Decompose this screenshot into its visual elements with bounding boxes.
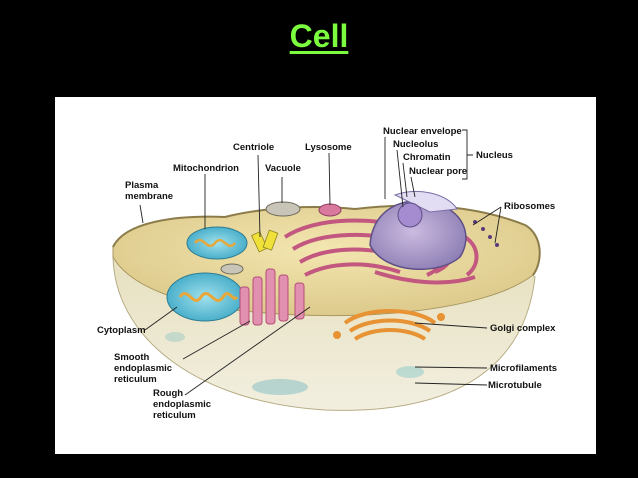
mitochondrion [186, 226, 248, 260]
label-vacuole: Vacuole [265, 163, 301, 174]
label-cytoplasm: Cytoplasm [97, 325, 146, 336]
nuclear-pore-line [410, 176, 416, 198]
bowl-vesicle [165, 332, 185, 342]
label-nucleolus: Nucleolus [393, 139, 438, 150]
nucleus-bracket [462, 129, 473, 180]
ribosomes [473, 220, 499, 247]
vacuole-small [220, 263, 244, 275]
label-smooth-endoplasmic: endoplasmic [114, 363, 172, 374]
ribosomes-line [472, 206, 502, 244]
label-rough-endoplasmic: endoplasmic [153, 399, 211, 410]
centriole-line [257, 154, 261, 238]
slide-title: Cell [289, 18, 349, 54]
vacuole [265, 201, 301, 217]
label-smooth: Smooth [114, 352, 150, 363]
label-centriole: Centriole [233, 142, 274, 153]
microfilaments-line [414, 366, 488, 369]
lysosome-line [328, 152, 331, 206]
label-nuclear-envelope: Nuclear envelope [383, 126, 462, 137]
golgi-vesicle [333, 331, 341, 339]
lysosome [318, 203, 342, 217]
label-nuclear-pore: Nuclear pore [409, 166, 467, 177]
nucleolus-line [396, 149, 404, 208]
plasma-membrane-line [139, 204, 144, 224]
smooth-er [239, 268, 305, 326]
microtubule-line [414, 382, 488, 386]
label-rough-reticulum: reticulum [153, 410, 196, 421]
label-mitochondrion: Mitochondrion [173, 163, 239, 174]
label-golgi-complex: Golgi complex [490, 323, 556, 334]
label-membrane: membrane [125, 191, 173, 202]
bowl-vesicle [396, 366, 424, 378]
label-smooth-reticulum: reticulum [114, 374, 157, 385]
label-ribosomes: Ribosomes [504, 201, 555, 212]
chromatin-line [402, 162, 408, 198]
label-chromatin: Chromatin [403, 152, 451, 163]
nucleus [369, 191, 467, 271]
label-nucleus: Nucleus [476, 150, 513, 161]
centriole [251, 229, 279, 253]
rough-er-line [184, 306, 311, 396]
golgi-line [414, 322, 488, 329]
cytoplasm-line [144, 306, 178, 331]
smooth-er-line [182, 320, 251, 360]
bowl-vesicle [252, 379, 308, 395]
golgi-complex [343, 309, 437, 341]
plasma-membrane-rim [112, 204, 541, 276]
label-rough: Rough [153, 388, 183, 399]
label-microtubule: Microtubule [488, 380, 542, 391]
cell-diagram: Centriole Lysosome Nuclear envelope Nucl… [97, 126, 557, 421]
mitochondrion-lower [166, 272, 244, 322]
label-plasma: Plasma [125, 180, 159, 191]
label-microfilaments: Microfilaments [490, 363, 557, 374]
label-lysosome: Lysosome [305, 142, 352, 153]
diagram-panel: Centriole Lysosome Nuclear envelope Nucl… [55, 97, 596, 454]
nucleolus [397, 202, 423, 228]
golgi-vesicle [437, 313, 445, 321]
